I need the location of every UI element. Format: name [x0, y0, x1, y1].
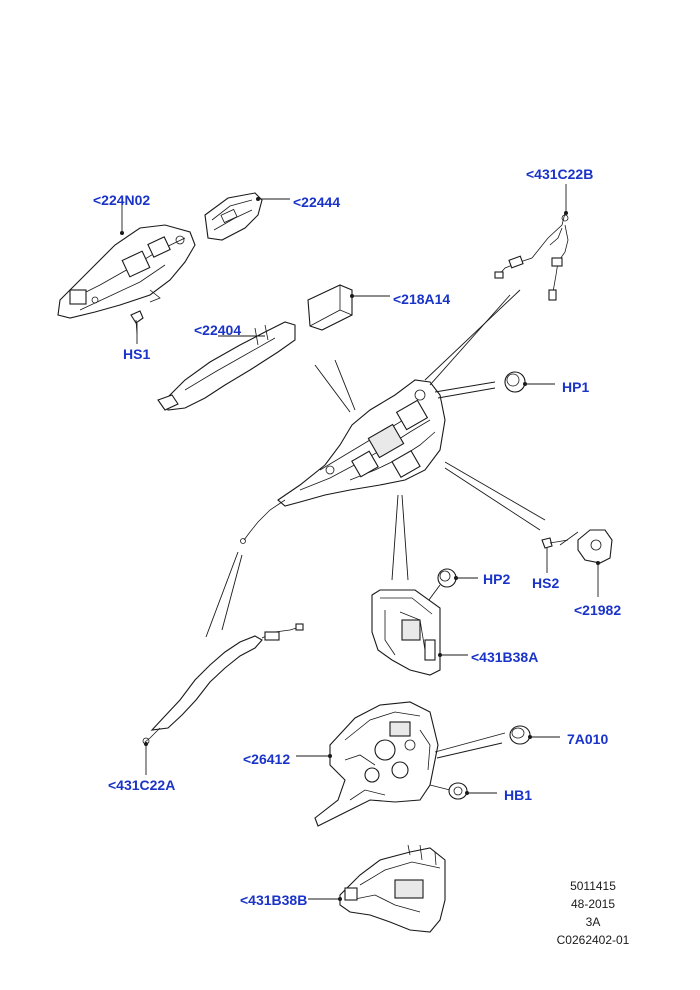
cable-431c22b-part[interactable] [494, 212, 569, 301]
7a010-cap-part[interactable] [509, 725, 531, 745]
callout-431B38A[interactable]: <431B38A [471, 649, 539, 665]
callout-HS1[interactable]: HS1 [123, 346, 151, 362]
hp1-grommet-part[interactable] [504, 371, 526, 393]
callout-218A14[interactable]: <218A14 [393, 291, 451, 307]
callout-431B38B[interactable]: <431B38B [240, 892, 308, 908]
callout-HB1[interactable]: HB1 [504, 787, 533, 803]
handle-cover-part[interactable] [204, 192, 263, 241]
footer-line-1: 5011415 [570, 879, 616, 893]
callout-HP1[interactable]: HP1 [562, 379, 590, 395]
striker-bracket-part[interactable] [559, 529, 613, 564]
hs2-screw-part[interactable] [541, 537, 569, 549]
callout-224N02[interactable]: <224N02 [93, 192, 151, 208]
callout-HP2[interactable]: HP2 [483, 571, 511, 587]
door-latch-part[interactable] [314, 701, 439, 827]
end-cap-part[interactable] [307, 284, 353, 331]
callout-22444[interactable]: <22444 [293, 194, 341, 210]
callout-7A010[interactable]: 7A010 [567, 731, 609, 747]
callout-431C22B[interactable]: <431C22B [526, 166, 594, 182]
callout-431C22A[interactable]: <431C22A [108, 777, 176, 793]
hb1-bush-part[interactable] [448, 782, 468, 800]
lock-cover-lower-part[interactable] [339, 844, 446, 933]
cable-431c22a-part[interactable] [142, 623, 304, 745]
callout-21982[interactable]: <21982 [574, 602, 622, 618]
callout-26412[interactable]: <26412 [243, 751, 291, 767]
hp2-plug-part[interactable] [437, 568, 457, 588]
footer-line-2: 48-2015 [570, 897, 616, 911]
callout-HS2[interactable]: HS2 [532, 575, 560, 591]
footer-line-3: 3A [585, 915, 601, 929]
exterior-handle-part[interactable] [157, 321, 296, 411]
handle-frame-part[interactable] [57, 224, 196, 319]
handle-carrier-assembly[interactable] [240, 379, 446, 544]
lock-cover-upper-part[interactable] [371, 589, 441, 676]
footer-line-4: C0262402-01 [556, 933, 630, 947]
callout-22404[interactable]: <22404 [194, 322, 242, 338]
